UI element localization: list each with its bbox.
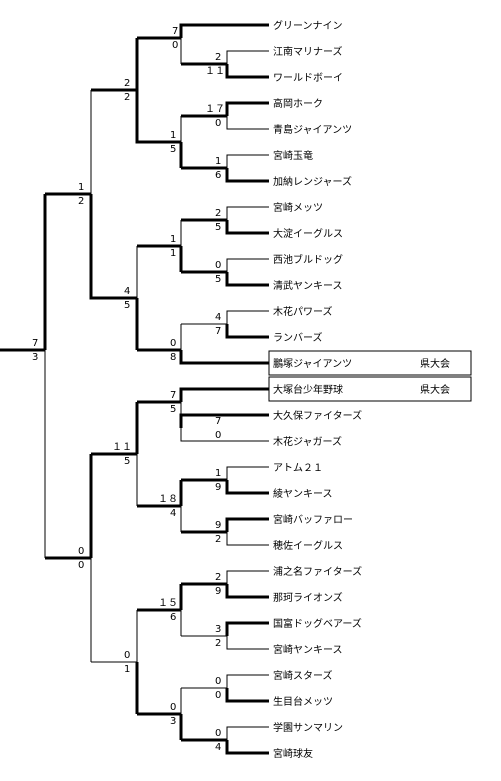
team-name: 青島ジャイアンツ — [273, 123, 352, 136]
score-bottom: 8 — [170, 352, 176, 363]
team-name: 宮崎バッファロー — [273, 513, 353, 526]
score-bottom: 6 — [215, 170, 221, 181]
score-bottom: 1 — [124, 664, 130, 675]
qualifier-box-1: 鵬塚ジャイアンツ 県大会 — [268, 350, 472, 376]
score-top: 2 — [124, 78, 130, 89]
score-bottom: 0 — [215, 690, 221, 701]
qualifier-badge: 県大会 — [420, 383, 450, 396]
score-top: 7 — [32, 338, 38, 349]
team-name: 宮崎球友 — [273, 747, 313, 760]
team-name: 大塚台少年野球 — [273, 383, 343, 396]
score-top: 1 — [78, 182, 84, 193]
team-name: 浦之名ファイターズ — [273, 565, 362, 578]
team-name: ランバーズ — [273, 331, 323, 344]
score-top: 1 — [215, 468, 221, 479]
team-name: ワールドボーイ — [273, 72, 343, 84]
team-name: 宮崎メッツ — [273, 201, 323, 214]
team-name: 加納レンジャーズ — [273, 175, 352, 188]
score-top: 3 — [215, 624, 221, 635]
score-top: 1 — [215, 156, 221, 167]
score-top: 0 — [215, 260, 221, 271]
score-bottom: 0 — [215, 430, 221, 441]
score-bottom: 7 — [215, 326, 221, 337]
score-bottom: 4 — [170, 508, 176, 519]
score-bottom: 3 — [32, 352, 38, 363]
score-bottom: 3 — [170, 716, 176, 727]
team-name: 鵬塚ジャイアンツ — [273, 357, 352, 370]
team-name: 那珂ライオンズ — [273, 591, 343, 604]
score-top: 4 — [215, 312, 221, 323]
team-name: 学園サンマリン — [273, 721, 343, 734]
score-top: 2 — [215, 52, 221, 63]
team-name: 木花ジャガーズ — [273, 435, 342, 448]
team-name: 生目台メッツ — [273, 695, 333, 708]
score-bottom: 2 — [124, 92, 130, 103]
team-name: 西池ブルドッグ — [273, 253, 343, 266]
score-bottom: １１ — [205, 66, 225, 77]
score-bottom: 1 — [170, 248, 176, 259]
team-name: 宮崎スターズ — [273, 669, 333, 682]
score-top: １１ — [112, 442, 132, 453]
score-bottom: 5 — [215, 222, 221, 233]
team-name: 江南マリナーズ — [273, 45, 343, 58]
score-bottom: 5 — [124, 456, 130, 467]
team-name: 綾ヤンキース — [273, 487, 333, 500]
score-top: 4 — [124, 286, 130, 297]
score-top: 7 — [215, 416, 221, 427]
score-top: 7 — [170, 390, 176, 401]
team-name: アトム２１ — [273, 462, 323, 474]
team-name: 木花パワーズ — [273, 305, 333, 318]
score-top: 9 — [215, 520, 221, 531]
score-bottom: 4 — [215, 742, 221, 753]
team-name: 国富ドッグベアーズ — [273, 617, 362, 630]
score-bottom: 5 — [215, 274, 221, 285]
score-top: １５ — [158, 598, 178, 609]
qualifier-badge: 県大会 — [420, 357, 450, 370]
score-top: 0 — [215, 728, 221, 739]
bracket-lines — [0, 23, 269, 755]
score-bottom: 0 — [215, 118, 221, 129]
team-name: 宮崎玉竜 — [273, 149, 313, 162]
score-top: 1 — [170, 234, 176, 245]
score-bottom: 2 — [215, 534, 221, 545]
score-bottom: 9 — [215, 586, 221, 597]
team-name: グリーンナイン — [273, 19, 343, 32]
score-bottom: 2 — [78, 196, 84, 207]
score-top: 2 — [215, 572, 221, 583]
score-bottom: 0 — [172, 40, 178, 51]
score-bottom: 5 — [170, 144, 176, 155]
score-bottom: 6 — [170, 612, 176, 623]
team-name: 大久保ファイターズ — [273, 409, 362, 422]
score-top: 0 — [215, 676, 221, 687]
team-list: グリーンナイン 江南マリナーズ ワールドボーイ 高岡ホーク 青島ジャイアンツ 宮… — [273, 19, 362, 760]
score-top: １７ — [205, 104, 225, 115]
score-top: 0 — [78, 546, 84, 557]
score-top: 0 — [170, 702, 176, 713]
qualifier-box-2: 大塚台少年野球 県大会 — [268, 376, 472, 402]
team-name: 大淀イーグルス — [273, 227, 343, 240]
score-top: 2 — [215, 208, 221, 219]
score-top: 0 — [124, 650, 130, 661]
score-top: 7 — [172, 26, 178, 37]
score-bottom: 9 — [215, 482, 221, 493]
team-name: 清武ヤンキース — [273, 279, 343, 292]
score-top: １８ — [158, 494, 178, 505]
score-top: 1 — [170, 130, 176, 141]
score-bottom: 0 — [78, 560, 84, 571]
score-bottom: 5 — [124, 300, 130, 311]
score-bottom: 2 — [215, 638, 221, 649]
team-name: 宮崎ヤンキース — [273, 643, 343, 656]
score-top: 0 — [170, 338, 176, 349]
scores: 7 0 2 １１ １７ 0 1 6 2 5 0 5 4 7 2 2 1 5 1 … — [32, 26, 225, 753]
score-bottom: 5 — [170, 404, 176, 415]
team-name: 高岡ホーク — [273, 97, 323, 110]
team-name: 穂佐イーグルス — [273, 539, 343, 552]
